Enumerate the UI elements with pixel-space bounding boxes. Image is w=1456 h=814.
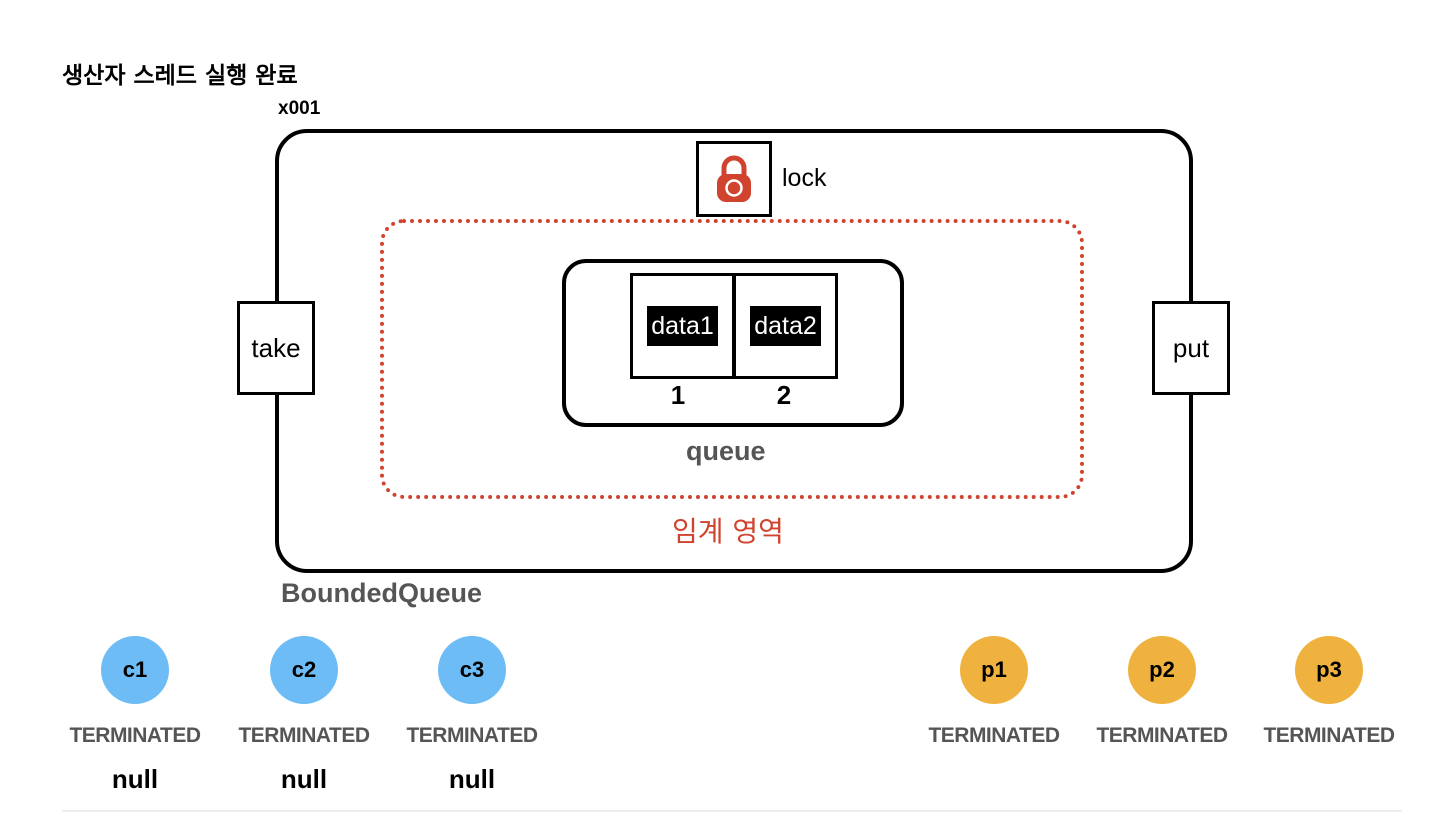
- thread-circle: p1: [960, 636, 1028, 704]
- put-method: put: [1152, 301, 1230, 395]
- thread-circle: c1: [101, 636, 169, 704]
- producer-thread-p2: p2 TERMINATED: [1087, 636, 1237, 748]
- queue-slot: data1: [630, 273, 735, 379]
- consumer-thread-c2: c2 TERMINATED null: [229, 636, 379, 795]
- divider: [62, 810, 1402, 812]
- instance-address: x001: [278, 98, 321, 119]
- thread-state: TERMINATED: [1263, 724, 1395, 747]
- thread-state: TERMINATED: [928, 724, 1060, 747]
- thread-circle: c2: [270, 636, 338, 704]
- producer-thread-p3: p3 TERMINATED: [1254, 636, 1404, 748]
- thread-result: null: [280, 764, 328, 794]
- take-method: take: [237, 301, 315, 395]
- thread-circle: p2: [1128, 636, 1196, 704]
- consumer-thread-c1: c1 TERMINATED null: [60, 636, 210, 795]
- queue-container: [562, 259, 904, 427]
- thread-result: null: [448, 764, 496, 794]
- thread-state: TERMINATED: [238, 724, 370, 747]
- slot-index: 2: [776, 380, 792, 410]
- class-name-label: BoundedQueue: [281, 578, 482, 608]
- queue-label: queue: [686, 436, 766, 466]
- producer-thread-p1: p1 TERMINATED: [919, 636, 1069, 748]
- consumer-thread-c3: c3 TERMINATED null: [397, 636, 547, 795]
- page-title: 생산자 스레드 실행 완료: [62, 63, 298, 89]
- thread-state: TERMINATED: [406, 724, 538, 747]
- slot-index: 1: [670, 380, 686, 410]
- queue-item: data1: [647, 306, 718, 346]
- padlock-icon: [717, 155, 751, 202]
- thread-circle: p3: [1295, 636, 1363, 704]
- lock-box: [696, 141, 772, 217]
- critical-section-boundary: [380, 219, 1084, 499]
- thread-result: null: [111, 764, 159, 794]
- thread-state: TERMINATED: [1096, 724, 1228, 747]
- lock-label: lock: [782, 164, 827, 192]
- thread-state: TERMINATED: [69, 724, 201, 747]
- thread-circle: c3: [438, 636, 506, 704]
- critical-section-label: 임계 영역: [672, 515, 784, 548]
- queue-item: data2: [750, 306, 821, 346]
- queue-slot: data2: [733, 273, 838, 379]
